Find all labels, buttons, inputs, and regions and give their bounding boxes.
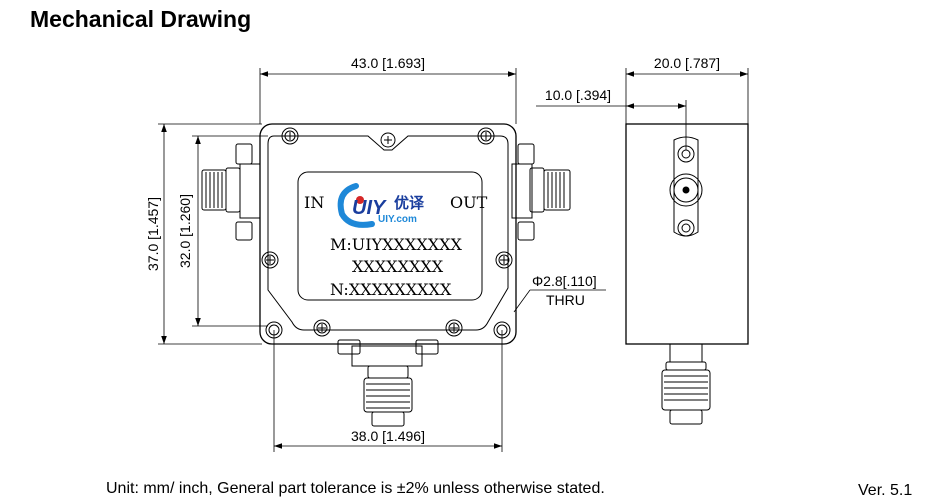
left-connector [201, 143, 261, 241]
page-title: Mechanical Drawing [30, 6, 252, 32]
screw-bottom-right [445, 319, 463, 337]
dim-hole-diameter: Φ2.8[.110] [532, 273, 597, 289]
dim-side-offset: 10.0 [.394] [545, 87, 611, 103]
right-connector [511, 143, 571, 241]
bottom-connector [337, 339, 439, 427]
out-label: OUT [450, 193, 488, 212]
svg-text:UIY: UIY [352, 197, 387, 219]
logo-brand-cn: 优译 [394, 194, 425, 212]
dim-overall-height: 37.0 [1.457] [145, 197, 161, 271]
logo-swoosh-icon [337, 183, 375, 228]
screw-top-center [380, 132, 396, 148]
dim-side-depth: 20.0 [.787] [654, 55, 720, 71]
uiy-logo: UIY 优译 UIY.com [337, 183, 425, 228]
screw-top-left [281, 127, 299, 145]
version-label: Ver. 5.1 [858, 482, 913, 499]
label-plate [297, 171, 483, 301]
footer-note: Unit: mm/ inch, General part tolerance i… [106, 480, 605, 497]
front-view [201, 123, 571, 427]
screw-mid-right [495, 251, 513, 269]
model-line-2: XXXXXXXX [352, 257, 444, 276]
dim-overall-width: 43.0 [1.693] [351, 55, 425, 71]
side-dimensions [536, 68, 749, 150]
screw-bottom-left [313, 319, 331, 337]
side-housing [625, 123, 749, 345]
screw-mid-left [261, 251, 279, 269]
front-dimensions [158, 68, 606, 452]
dim-mount-spacing: 38.0 [1.496] [351, 428, 425, 444]
dim-hole-note: THRU [546, 292, 585, 308]
housing-lid [267, 135, 509, 331]
logo-url: UIY.com [378, 214, 417, 225]
screw-top-right [477, 127, 495, 145]
housing-outline [259, 123, 517, 345]
side-view [625, 123, 749, 425]
serial-line: N:XXXXXXXXX [330, 280, 452, 299]
side-flange [673, 136, 699, 237]
in-label: IN [304, 193, 324, 212]
model-line: M:UIYXXXXXXX [330, 235, 462, 254]
dim-inner-height: 32.0 [1.260] [177, 194, 193, 268]
